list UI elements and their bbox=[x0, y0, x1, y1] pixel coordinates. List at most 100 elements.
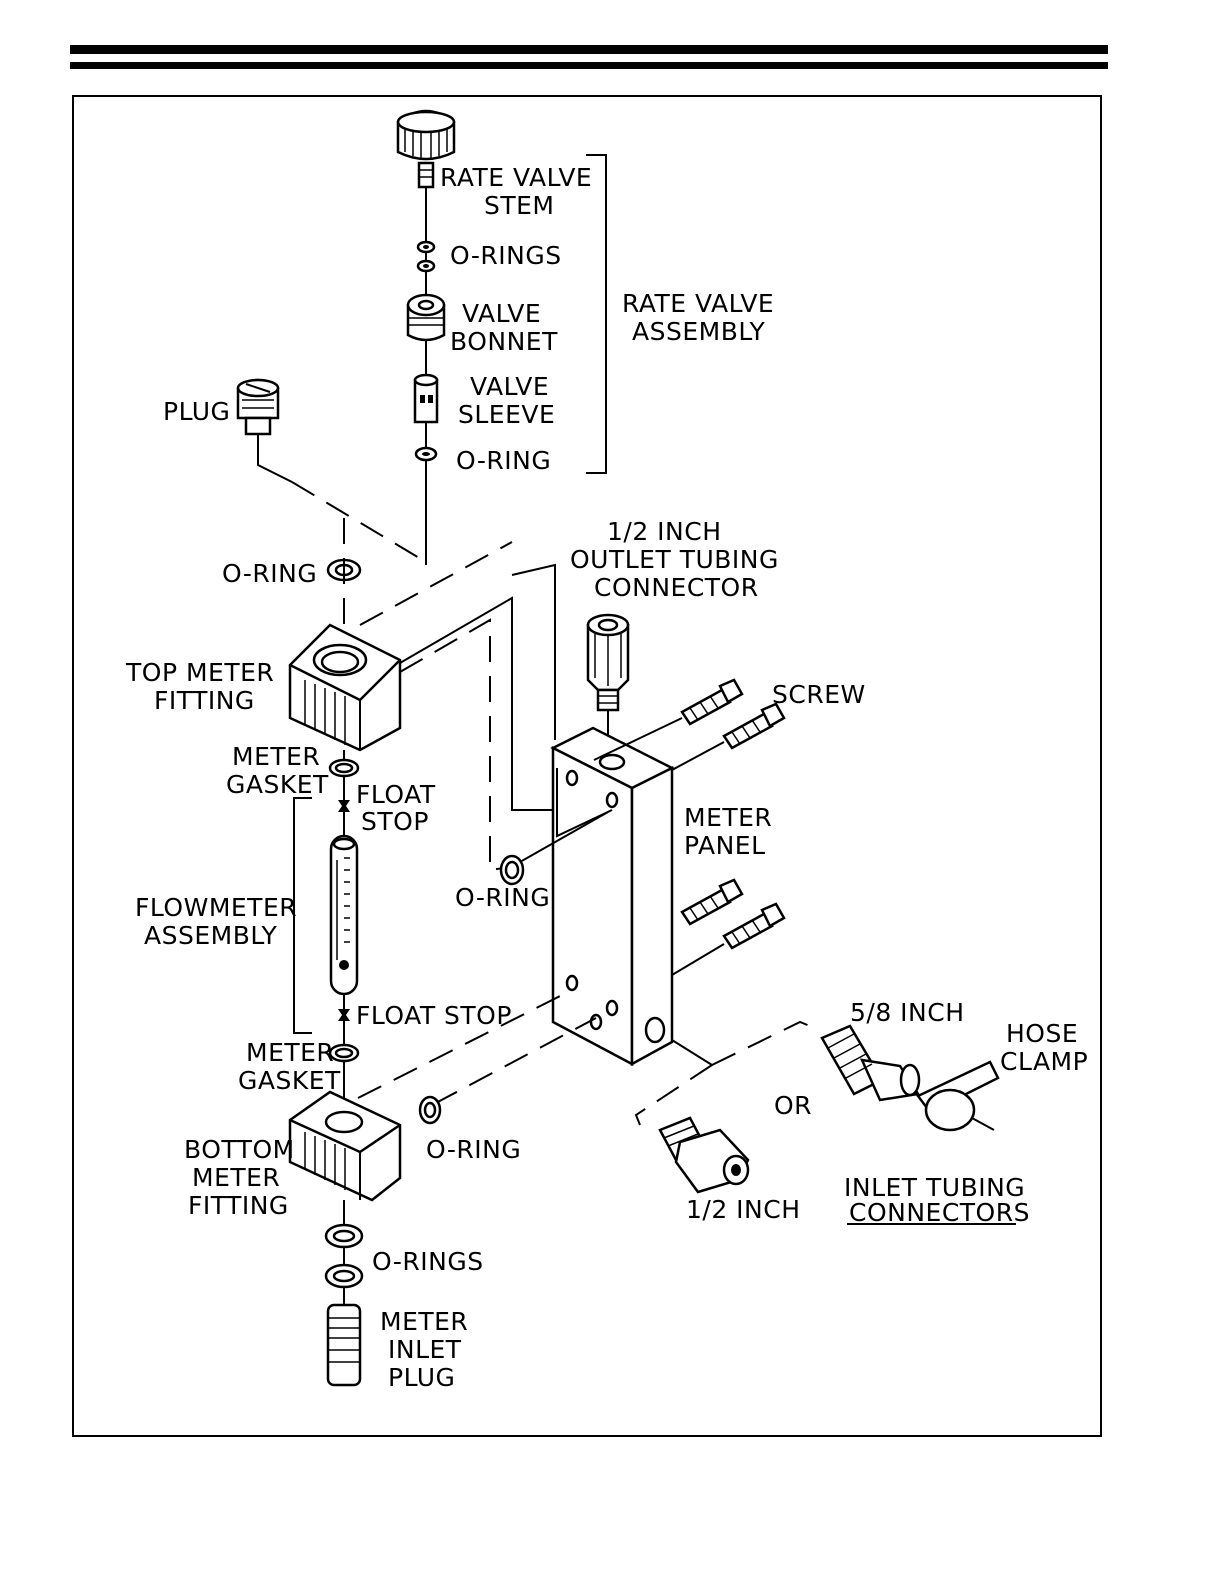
o-rings-top bbox=[416, 240, 436, 273]
screw-3 bbox=[680, 878, 744, 926]
label-meter-gasket-top: METER GASKET bbox=[226, 742, 329, 799]
float-stop-top bbox=[338, 800, 350, 812]
svg-text:FLOWMETER: FLOWMETER bbox=[135, 893, 297, 922]
header-rule-thick bbox=[70, 45, 1108, 54]
svg-text:METER: METER bbox=[380, 1307, 468, 1336]
header-rule-thin bbox=[70, 62, 1108, 69]
label-o-ring-sleeve: O-RING bbox=[456, 446, 551, 475]
svg-text:METER: METER bbox=[684, 803, 772, 832]
svg-text:STEM: STEM bbox=[484, 191, 555, 220]
float-stop-bottom bbox=[338, 1009, 350, 1021]
label-rate-valve-assembly: RATE VALVE ASSEMBLY bbox=[622, 289, 774, 346]
screw-1-axis bbox=[593, 717, 683, 761]
label-bottom-meter-fitting: BOTTOM METER FITTING bbox=[184, 1135, 294, 1220]
outlet-guide bbox=[511, 563, 556, 740]
label-half-inch: 1/2 INCH bbox=[686, 1195, 801, 1224]
rate-valve-knob bbox=[396, 109, 456, 189]
five-eighth-inch-connector bbox=[820, 1024, 921, 1102]
svg-text:INLET: INLET bbox=[388, 1335, 462, 1364]
svg-text:HOSE: HOSE bbox=[1006, 1019, 1078, 1048]
label-meter-panel: METER PANEL bbox=[684, 803, 772, 860]
svg-text:1/2 INCH: 1/2 INCH bbox=[607, 517, 722, 546]
valve-sleeve bbox=[413, 373, 439, 424]
svg-text:STOP: STOP bbox=[361, 807, 429, 836]
label-o-rings-top: O-RINGS bbox=[450, 241, 562, 270]
label-o-ring-bottom: O-RING bbox=[426, 1135, 521, 1164]
svg-text:CONNECTOR: CONNECTOR bbox=[594, 573, 759, 602]
svg-text:TOP METER: TOP METER bbox=[125, 658, 274, 687]
svg-text:METER: METER bbox=[232, 742, 320, 771]
label-float-stop-bottom: FLOAT STOP bbox=[356, 1001, 512, 1030]
diagram-frame bbox=[72, 95, 1102, 1437]
panel-window bbox=[556, 768, 613, 838]
top-fitting-dashline-2 bbox=[399, 618, 505, 872]
half-inch-inlet-connector bbox=[658, 1116, 750, 1194]
label-top-meter-fitting: TOP METER FITTING bbox=[125, 658, 274, 715]
svg-text:GASKET: GASKET bbox=[226, 770, 329, 799]
screw-4-axis bbox=[671, 943, 725, 976]
inlet-dashpath bbox=[634, 1020, 821, 1126]
label-or: OR bbox=[774, 1091, 812, 1120]
svg-text:SLEEVE: SLEEVE bbox=[458, 400, 555, 429]
top-fitting-dashlink-a bbox=[399, 596, 552, 811]
svg-text:OUTLET TUBING: OUTLET TUBING bbox=[570, 545, 779, 574]
screw-1 bbox=[680, 678, 744, 726]
valve-bonnet bbox=[406, 293, 446, 342]
meter-gasket-top bbox=[328, 758, 360, 778]
plug bbox=[236, 378, 280, 436]
svg-text:FITTING: FITTING bbox=[188, 1191, 289, 1220]
top-meter-fitting bbox=[288, 623, 402, 752]
o-ring-panel bbox=[499, 854, 525, 886]
label-meter-inlet-plug: METER INLET PLUG bbox=[380, 1307, 468, 1392]
inlet-axis bbox=[671, 1039, 713, 1066]
svg-text:RATE VALVE: RATE VALVE bbox=[622, 289, 774, 318]
o-ring-bottom-side bbox=[418, 1095, 442, 1125]
svg-text:CLAMP: CLAMP bbox=[1000, 1047, 1088, 1076]
meter-panel bbox=[550, 726, 675, 1067]
label-float-stop-top: FLOAT STOP bbox=[356, 780, 436, 836]
o-rings-bottom bbox=[324, 1223, 364, 1289]
o-ring-panel-axis bbox=[519, 811, 609, 863]
label-screw: SCREW bbox=[772, 680, 866, 709]
label-inlet-tubing: INLET TUBING bbox=[844, 1173, 1025, 1202]
label-valve-sleeve: VALVE SLEEVE bbox=[458, 372, 555, 429]
label-rate-valve-stem: RATE VALVE STEM bbox=[440, 163, 592, 220]
svg-text:VALVE: VALVE bbox=[462, 299, 541, 328]
outlet-tubing-connector bbox=[586, 613, 630, 712]
label-o-ring-upper: O-RING bbox=[222, 559, 317, 588]
screw-4 bbox=[722, 902, 786, 950]
svg-text:VALVE: VALVE bbox=[470, 372, 549, 401]
plug-leader bbox=[257, 434, 293, 483]
svg-text:FLOAT: FLOAT bbox=[356, 780, 436, 809]
screw-2-axis bbox=[671, 741, 725, 771]
svg-text:PLUG: PLUG bbox=[388, 1363, 455, 1392]
top-fitting-dashline-1 bbox=[359, 541, 513, 626]
label-five-eighth-inch: 5/8 INCH bbox=[850, 998, 965, 1027]
label-o-ring-panel: O-RING bbox=[455, 883, 550, 912]
label-o-rings-bottom: O-RINGS bbox=[372, 1247, 484, 1276]
rate-valve-assembly-bracket bbox=[586, 154, 607, 474]
o-ring-sleeve bbox=[414, 446, 438, 462]
plug-path bbox=[291, 481, 427, 563]
flowmeter-bracket bbox=[293, 797, 312, 1034]
svg-text:PANEL: PANEL bbox=[684, 831, 766, 860]
svg-text:FITTING: FITTING bbox=[154, 686, 255, 715]
flowmeter-tube bbox=[329, 834, 359, 996]
meter-gasket-bottom bbox=[328, 1043, 360, 1063]
bottom-meter-fitting bbox=[288, 1090, 402, 1202]
svg-text:ASSEMBLY: ASSEMBLY bbox=[632, 317, 765, 346]
svg-text:METER: METER bbox=[246, 1038, 334, 1067]
bottom-fitting-dashline-2 bbox=[433, 1017, 597, 1105]
label-valve-bonnet: VALVE BONNET bbox=[450, 299, 558, 356]
svg-text:METER: METER bbox=[192, 1163, 280, 1192]
label-outlet-connector: 1/2 INCH OUTLET TUBING CONNECTOR bbox=[570, 517, 779, 602]
svg-text:RATE VALVE: RATE VALVE bbox=[440, 163, 592, 192]
label-flowmeter-assembly: FLOWMETER ASSEMBLY bbox=[135, 893, 297, 950]
label-hose-clamp: HOSE CLAMP bbox=[1000, 1019, 1088, 1076]
label-connectors: CONNECTORS bbox=[849, 1198, 1030, 1227]
screw-2 bbox=[722, 702, 786, 750]
svg-text:GASKET: GASKET bbox=[238, 1066, 341, 1095]
svg-text:BONNET: BONNET bbox=[450, 327, 558, 356]
label-plug: PLUG bbox=[163, 397, 230, 426]
